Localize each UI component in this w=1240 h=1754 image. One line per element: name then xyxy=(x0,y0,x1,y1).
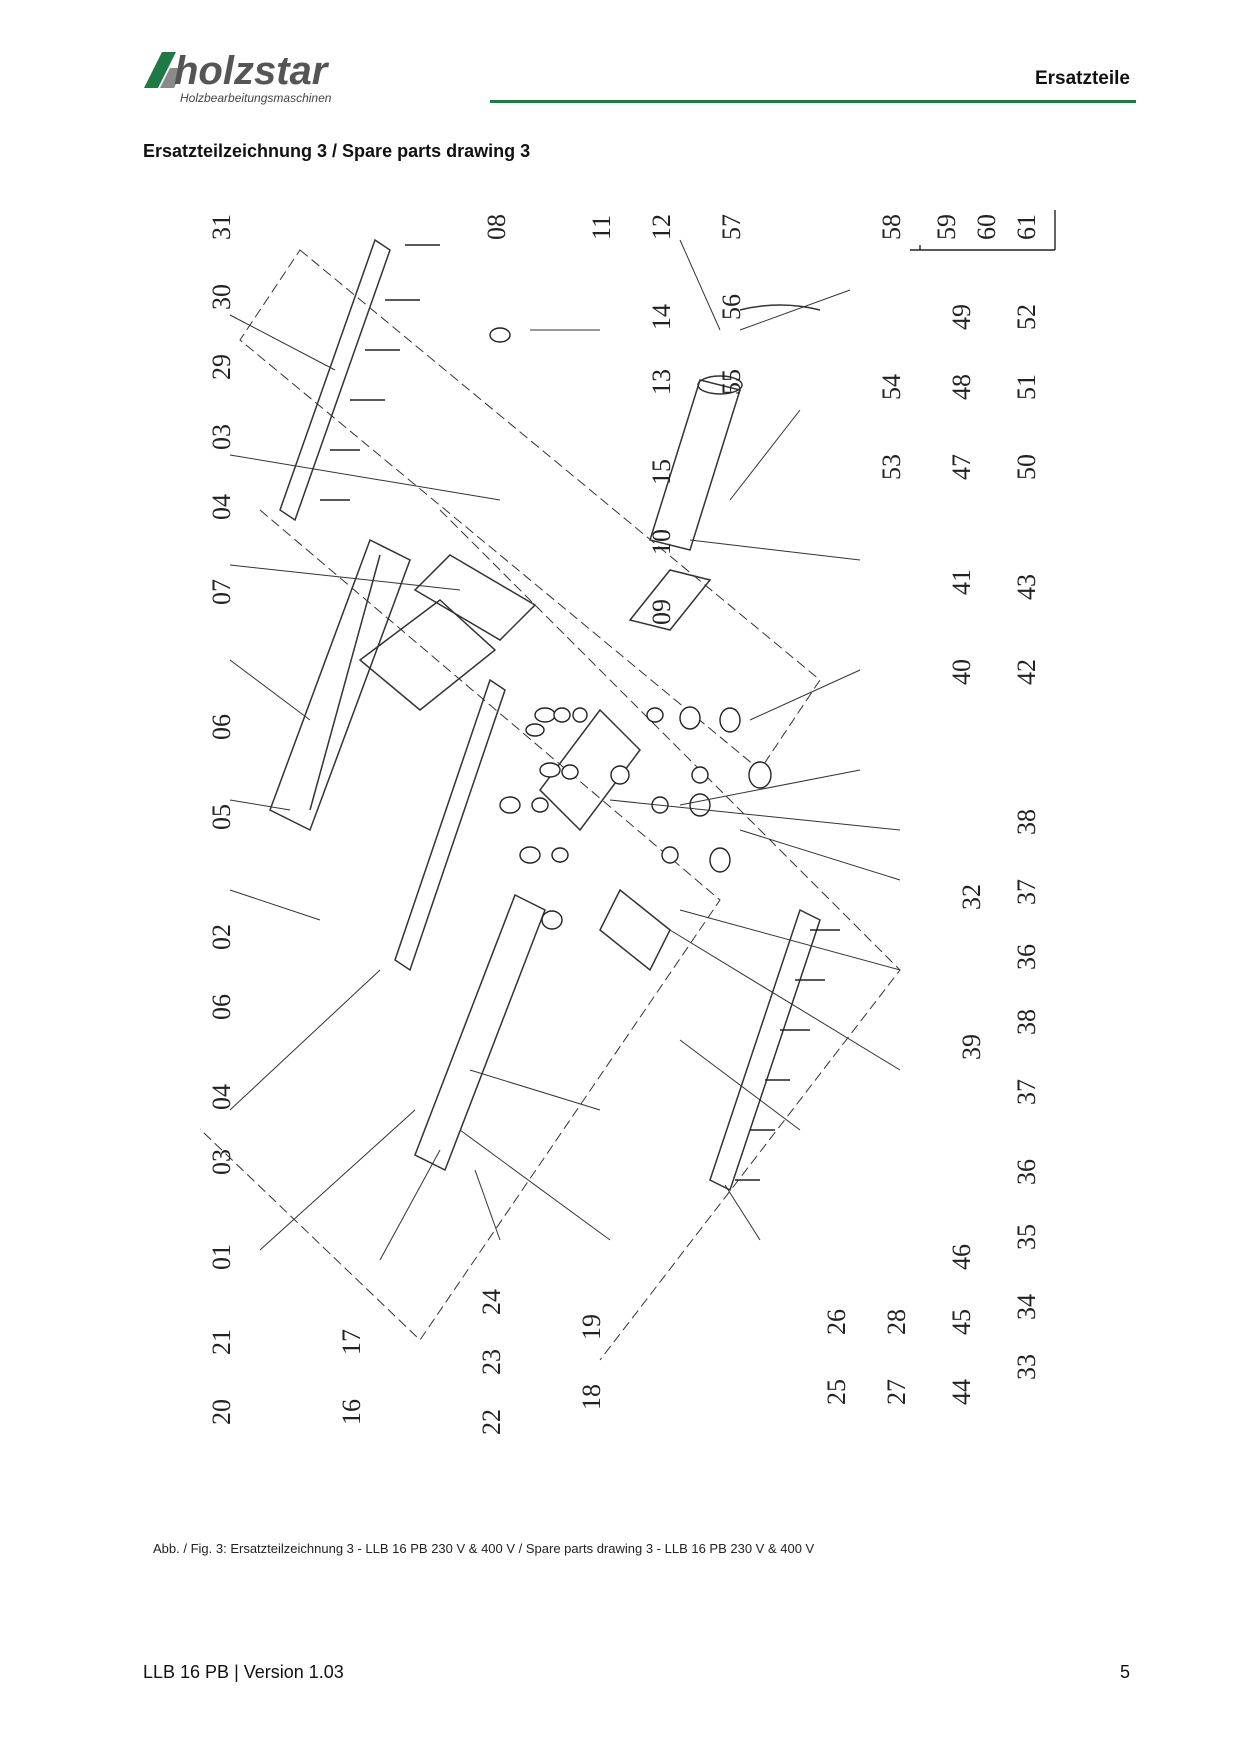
callout-19: 19 xyxy=(577,1314,606,1340)
holzstar-logo-icon: holzstar Holzbearbeitungsmaschinen xyxy=(144,49,332,105)
callout-27: 27 xyxy=(882,1379,911,1405)
brand-logo: holzstar Holzbearbeitungsmaschinen xyxy=(140,44,410,108)
callout-37: 37 xyxy=(1012,879,1041,905)
callout-07: 07 xyxy=(207,579,236,605)
callout-08: 08 xyxy=(482,214,511,240)
callout-31: 31 xyxy=(207,214,236,240)
callout-39: 39 xyxy=(957,1034,986,1060)
callout-46: 46 xyxy=(947,1244,976,1270)
callout-12: 12 xyxy=(647,214,676,240)
callout-61: 61 xyxy=(1012,214,1041,240)
callout-43: 43 xyxy=(1012,574,1041,600)
callout-37b: 37 xyxy=(1012,1079,1041,1105)
callout-51: 51 xyxy=(1012,374,1041,400)
callout-38b: 38 xyxy=(1012,1009,1041,1035)
callout-49: 49 xyxy=(947,304,976,330)
callout-16: 16 xyxy=(337,1399,366,1425)
callout-17: 17 xyxy=(337,1329,366,1355)
exploded-view-svg: 31 30 29 03 04 07 06 05 02 06 04 03 01 0… xyxy=(179,200,1056,1435)
callout-33: 33 xyxy=(1012,1354,1041,1380)
callout-11: 11 xyxy=(587,215,616,240)
footer-doc-version: LLB 16 PB | Version 1.03 xyxy=(143,1662,344,1682)
callout-25: 25 xyxy=(822,1379,851,1405)
callout-45: 45 xyxy=(947,1309,976,1335)
callout-05: 05 xyxy=(207,804,236,830)
callout-01: 01 xyxy=(207,1244,236,1270)
callout-06b: 06 xyxy=(207,994,236,1020)
callout-59: 59 xyxy=(932,214,961,240)
callout-23: 23 xyxy=(477,1349,506,1375)
callout-60: 60 xyxy=(972,214,1001,240)
callout-34: 34 xyxy=(1012,1294,1041,1320)
callout-36: 36 xyxy=(1012,944,1041,970)
callout-02: 02 xyxy=(207,924,236,950)
callout-14: 14 xyxy=(647,304,676,330)
callout-44: 44 xyxy=(947,1379,976,1405)
callout-29: 29 xyxy=(207,354,236,380)
callout-03b: 03 xyxy=(207,1149,236,1175)
callout-09: 09 xyxy=(647,599,676,625)
callout-41: 41 xyxy=(947,569,976,595)
callout-28: 28 xyxy=(882,1309,911,1335)
callout-03: 03 xyxy=(207,424,236,450)
callout-42: 42 xyxy=(1012,659,1041,685)
callout-20: 20 xyxy=(207,1399,236,1425)
callout-06: 06 xyxy=(207,714,236,740)
spare-parts-drawing: 31 30 29 03 04 07 06 05 02 06 04 03 01 0… xyxy=(179,200,1080,1510)
callout-24: 24 xyxy=(477,1289,506,1315)
callout-55: 55 xyxy=(717,369,746,395)
callout-21: 21 xyxy=(207,1329,236,1355)
logo-tagline: Holzbearbeitungsmaschinen xyxy=(180,91,332,105)
callout-56: 56 xyxy=(717,294,746,320)
callout-54: 54 xyxy=(877,374,906,400)
callout-26: 26 xyxy=(822,1309,851,1335)
callout-32: 32 xyxy=(957,884,986,910)
callout-57: 57 xyxy=(717,214,746,240)
callout-22: 22 xyxy=(477,1409,506,1435)
callout-04b: 04 xyxy=(207,1084,236,1110)
figure-caption: Abb. / Fig. 3: Ersatzteilzeichnung 3 - L… xyxy=(153,1541,815,1556)
callout-47: 47 xyxy=(947,454,976,480)
page-number: 5 xyxy=(1119,1662,1130,1682)
callout-04: 04 xyxy=(207,494,236,520)
callout-53: 53 xyxy=(877,454,906,480)
callout-38: 38 xyxy=(1012,809,1041,835)
callout-18: 18 xyxy=(577,1384,606,1410)
callout-35: 35 xyxy=(1012,1224,1041,1250)
callout-48: 48 xyxy=(947,374,976,400)
callout-36b: 36 xyxy=(1012,1159,1041,1185)
callout-52: 52 xyxy=(1012,304,1041,330)
callout-58: 58 xyxy=(877,214,906,240)
callout-15: 15 xyxy=(647,459,676,485)
header-divider xyxy=(490,100,1136,103)
callout-30: 30 xyxy=(207,284,236,310)
callout-50: 50 xyxy=(1012,454,1041,480)
section-label: Ersatzteile xyxy=(1034,68,1130,89)
logo-wordmark: holzstar xyxy=(174,49,330,93)
callout-10: 10 xyxy=(647,529,676,555)
callout-13: 13 xyxy=(647,369,676,395)
page-title: Ersatzteilzeichnung 3 / Spare parts draw… xyxy=(143,141,531,161)
callout-40: 40 xyxy=(947,659,976,685)
